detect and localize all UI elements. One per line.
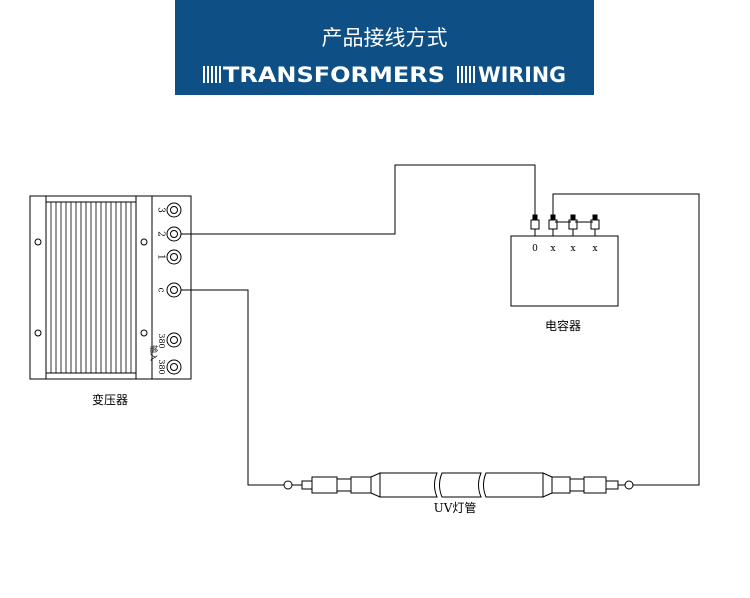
terminal-2 <box>166 226 182 242</box>
capacitor-terminal-label-x2: x <box>570 244 575 254</box>
lamp-tube-right <box>483 472 544 498</box>
wires <box>181 164 700 486</box>
capacitor-terminal-x2 <box>568 214 578 236</box>
capacitor-terminal-label-0: 0 <box>532 244 538 254</box>
input-label: 输入 <box>149 345 159 361</box>
terminal-c <box>166 282 182 298</box>
capacitor-terminal-label-x1: x <box>550 244 555 254</box>
terminal-label-2: 2 <box>156 231 166 237</box>
capacitor-terminal-x1 <box>548 214 558 236</box>
title-english-1: TRANSFORMERS <box>223 63 445 87</box>
capacitor-label: 电容器 <box>545 318 581 333</box>
capacitor-terminal-x3 <box>590 214 600 236</box>
capacitor-body <box>510 235 619 307</box>
terminal-label-1: 1 <box>156 254 166 260</box>
terminal-label-380-a: 380 <box>157 333 166 348</box>
terminal-1 <box>166 249 182 265</box>
terminal-label-3: 3 <box>156 207 166 213</box>
transformer-label: 变压器 <box>92 392 128 407</box>
terminal-label-380-b: 380 <box>157 359 166 374</box>
transformer <box>29 195 192 380</box>
terminal-3 <box>166 202 182 218</box>
capacitor-terminal-0 <box>530 214 540 236</box>
capacitor <box>510 214 619 307</box>
transformer-left-bracket <box>29 195 47 380</box>
wire-terminalc-to-lamp <box>181 289 285 486</box>
uv-lamp <box>283 472 634 498</box>
capacitor-terminal-label-x3: x <box>592 244 597 254</box>
transformer-terminals <box>166 202 182 375</box>
lamp-ring-right <box>624 480 634 490</box>
title-banner: 产品接线方式 TRANSFORMERS WIRING <box>175 0 594 95</box>
terminal-380-a <box>166 332 182 348</box>
lamp-tube-middle <box>439 472 482 498</box>
lamp-ring-left <box>283 480 293 490</box>
wire-terminal2-to-capacitor <box>181 164 536 235</box>
lamp-tube-left <box>379 472 438 498</box>
uv-lamp-label: UV灯管 <box>434 500 477 515</box>
title-english: TRANSFORMERS WIRING <box>203 63 566 87</box>
title-chinese: 产品接线方式 <box>321 26 448 50</box>
terminal-label-c: c <box>156 287 166 292</box>
wire-capacitor-to-lamp <box>552 193 700 486</box>
terminal-380-b <box>166 359 182 375</box>
title-english-2: WIRING <box>478 63 566 87</box>
